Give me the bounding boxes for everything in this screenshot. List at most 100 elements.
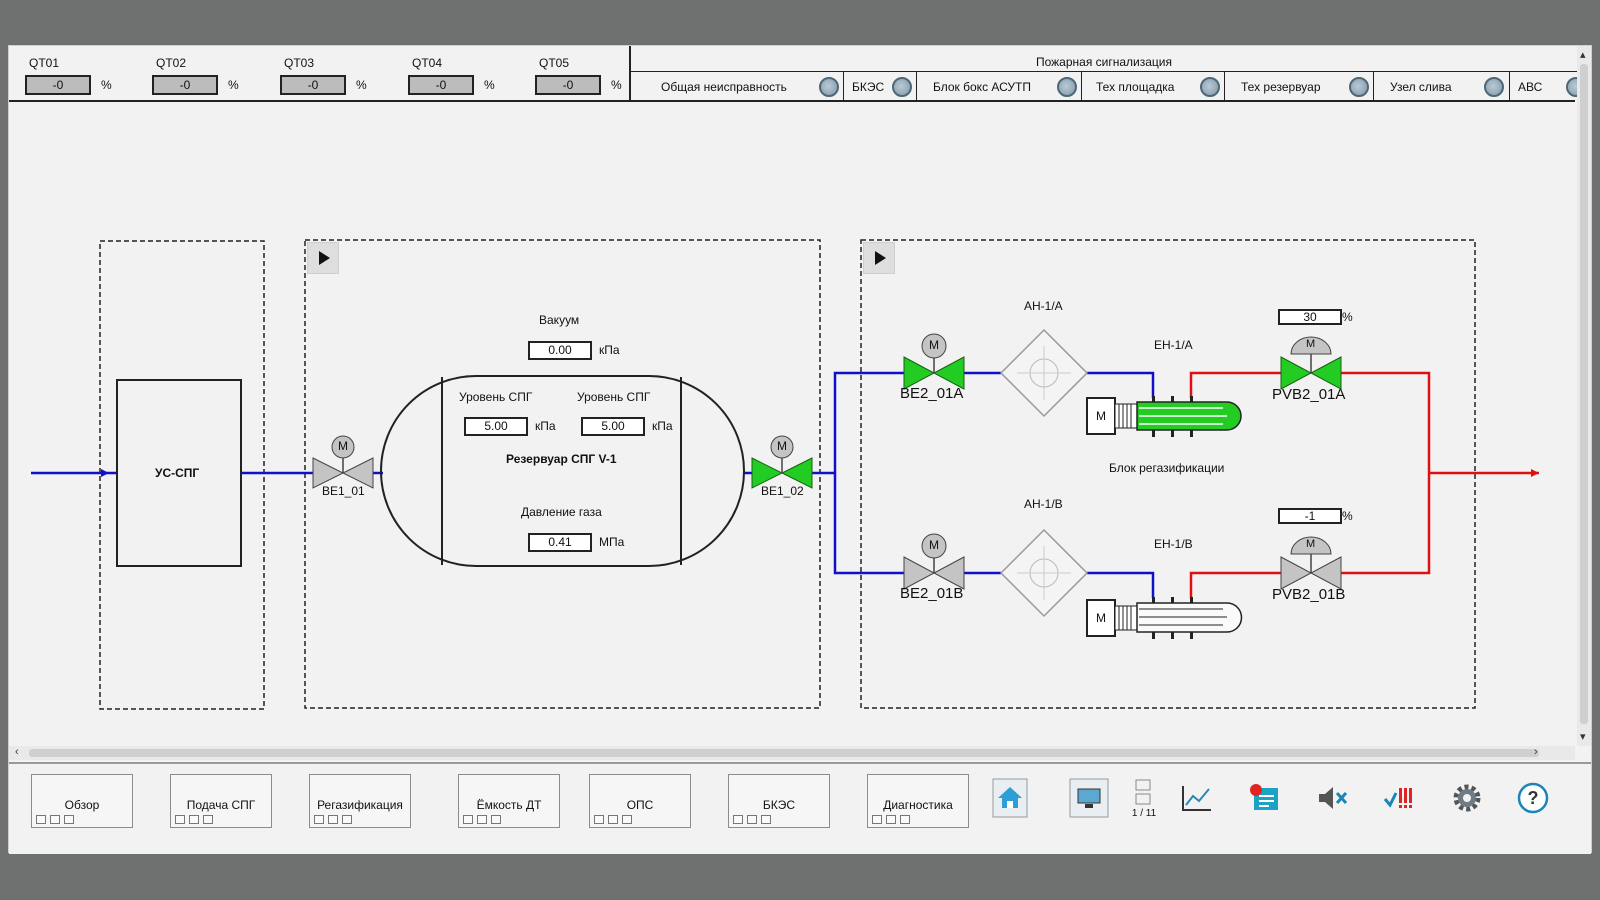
valve-be2-01a[interactable]: [903, 333, 965, 390]
header-bar: QT01 -0 % QT02 -0 % QT03 -0 % QT04 -0 % …: [9, 46, 1586, 102]
alarms-icon[interactable]: [1381, 776, 1417, 820]
status-lamp-icon: [892, 77, 912, 97]
horizontal-scrollbar[interactable]: ‹›: [9, 746, 1575, 760]
electric-heater-b[interactable]: [1086, 597, 1243, 639]
motor-letter: M: [1306, 338, 1316, 350]
gas-pipes: [1189, 371, 1539, 598]
tank-name: Резервуар СПГ V-1: [506, 452, 617, 466]
lng-tank[interactable]: [380, 375, 745, 567]
fire-cell-label: АВС: [1518, 80, 1543, 94]
nav-label: Обзор: [64, 798, 100, 812]
help-icon[interactable]: ?: [1515, 776, 1551, 820]
valve-be1-02[interactable]: [751, 435, 813, 489]
motor-letter: M: [338, 439, 348, 453]
regas-section-play-button[interactable]: [863, 242, 895, 274]
valve-be2-01b[interactable]: [903, 533, 965, 590]
nav-bkes-button[interactable]: БКЭС: [728, 774, 830, 828]
page-indicator: 1 / 11: [1131, 807, 1157, 819]
nav-lng-supply-button[interactable]: Подача СПГ: [170, 774, 272, 828]
nav-label: Подача СПГ: [186, 798, 256, 812]
scada-window: QT01 -0 % QT02 -0 % QT03 -0 % QT04 -0 % …: [9, 46, 1591, 854]
qt-label: QT02: [156, 56, 187, 70]
alarm-journal-icon[interactable]: [1247, 776, 1283, 820]
nav-label: Регазификация: [317, 798, 403, 812]
pvb2-01b-position[interactable]: -1: [1278, 508, 1342, 524]
vacuum-label: Вакуум: [539, 313, 580, 327]
page-switch-icon[interactable]: 1 / 11: [1129, 776, 1159, 820]
navigation-footer: Обзор Подача СПГ Регазификация Ёмкость Д…: [9, 762, 1591, 854]
air-heater-a[interactable]: [999, 328, 1089, 418]
control-valve-pvb2-01a[interactable]: [1280, 336, 1342, 390]
fire-cell-label: Узел слива: [1390, 80, 1452, 94]
fire-alarm-panel: Пожарная сигнализация Общая неисправност…: [629, 46, 1586, 101]
qt-unit: %: [228, 78, 239, 92]
air-heater-a-label: АН-1/А: [1024, 299, 1063, 313]
status-lamp-icon: [1057, 77, 1077, 97]
fire-cell-tech-site[interactable]: Тех площадка: [1082, 72, 1225, 101]
level-value-1[interactable]: 5.00: [464, 417, 528, 436]
level-unit-1: кПа: [535, 419, 556, 433]
svg-text:?: ?: [1528, 788, 1539, 808]
electric-heater-b-label: ЕН-1/В: [1154, 537, 1193, 551]
vacuum-unit: кПа: [599, 343, 620, 357]
pvb2-01b-label: PVB2_01B: [1272, 586, 1346, 603]
qt-unit: %: [356, 78, 367, 92]
pvb2-01a-position[interactable]: 30: [1278, 309, 1342, 325]
vertical-scrollbar[interactable]: ▴▾: [1577, 46, 1591, 746]
fire-cell-label: Общая неисправность: [661, 80, 787, 94]
settings-icon[interactable]: [1449, 776, 1485, 820]
monitor-icon[interactable]: [1069, 776, 1109, 820]
level-value-2[interactable]: 5.00: [581, 417, 645, 436]
nav-diesel-tank-button[interactable]: Ёмкость ДТ: [458, 774, 560, 828]
electric-heater-a[interactable]: [1086, 396, 1242, 437]
us-spg-label: УС-СПГ: [155, 466, 200, 480]
qt-unit: %: [611, 78, 622, 92]
nav-ops-button[interactable]: ОПС: [589, 774, 691, 828]
qt-value[interactable]: -0: [25, 75, 91, 95]
status-lamp-icon: [1200, 77, 1220, 97]
fire-cell-bkes[interactable]: БКЭС: [844, 72, 917, 101]
pressure-value[interactable]: 0.41: [528, 533, 592, 552]
pressure-unit: МПа: [599, 535, 625, 549]
us-spg-frame: [99, 240, 265, 710]
valve-label-be1-02: BE1_02: [761, 484, 804, 498]
fire-cell-label: БКЭС: [852, 80, 885, 94]
fire-cell-tech-reservoir[interactable]: Тех резервуар: [1225, 72, 1374, 101]
level-label-1: Уровень СПГ: [459, 390, 533, 404]
qt-value[interactable]: -0: [408, 75, 474, 95]
pvb2-01a-label: PVB2_01A: [1272, 386, 1346, 403]
air-heater-b[interactable]: [999, 528, 1089, 618]
valve-label-be1-01: BE1_01: [322, 484, 365, 498]
regas-block-label: Блок регазификации: [1109, 461, 1225, 475]
pvb2-01a-unit: %: [1342, 310, 1353, 324]
fire-cell-general-fault[interactable]: Общая неисправность: [631, 72, 844, 101]
fire-cell-asutp-box[interactable]: Блок бокс АСУТП: [917, 72, 1082, 101]
motor-letter: M: [1096, 611, 1106, 625]
fire-cell-drain-unit[interactable]: Узел слива: [1374, 72, 1510, 101]
qt-label: QT04: [412, 56, 443, 70]
trend-icon[interactable]: [1179, 776, 1215, 820]
motor-letter: M: [1306, 538, 1316, 550]
nav-label: БКЭС: [762, 798, 796, 812]
vacuum-value[interactable]: 0.00: [528, 341, 592, 360]
valve-label-be2-01b: BE2_01B: [900, 585, 964, 602]
level-label-2: Уровень СПГ: [577, 390, 651, 404]
nav-overview-button[interactable]: Обзор: [31, 774, 133, 828]
electric-heater-a-label: ЕН-1/А: [1154, 338, 1193, 352]
motor-letter: M: [929, 338, 939, 352]
qt-value[interactable]: -0: [535, 75, 601, 95]
tank-section-play-button[interactable]: [307, 242, 339, 274]
fire-cell-label: Тех площадка: [1096, 80, 1175, 94]
valve-be1-01[interactable]: [312, 435, 374, 489]
nav-label: Ёмкость ДТ: [476, 798, 542, 812]
qt-value[interactable]: -0: [280, 75, 346, 95]
qt-value[interactable]: -0: [152, 75, 218, 95]
qt-label: QT01: [29, 56, 60, 70]
qt-unit: %: [484, 78, 495, 92]
home-icon[interactable]: [992, 776, 1028, 820]
nav-diagnostics-button[interactable]: Диагностика: [867, 774, 969, 828]
nav-regasification-button[interactable]: Регазификация: [309, 774, 411, 828]
us-spg-box[interactable]: [116, 379, 242, 567]
control-valve-pvb2-01b[interactable]: [1280, 536, 1342, 590]
mute-icon[interactable]: [1314, 776, 1350, 820]
